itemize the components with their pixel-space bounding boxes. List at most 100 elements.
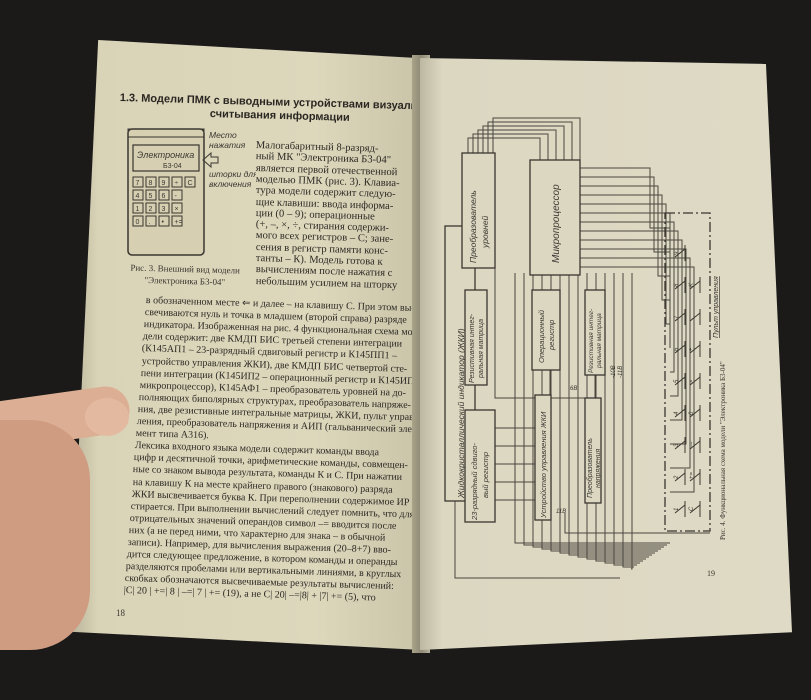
calculator-key: 6 [158,189,170,201]
panel-key-switch: 4 [674,405,686,421]
svg-text:ральная матрица: ральная матрица [596,313,603,369]
svg-text:6В: 6В [570,386,577,392]
wire [580,248,687,445]
calculator-key: 9 [158,176,170,188]
wire [477,129,557,160]
wire [580,167,670,229]
svg-text:×: × [175,206,179,213]
svg-text:Преобразователь: Преобразователь [468,190,478,263]
svg-text:÷: ÷ [689,347,695,351]
svg-text:Микропроцессор: Микропроцессор [551,184,562,263]
svg-text:ральная матрица: ральная матрица [478,319,485,379]
svg-text:+=: += [689,471,695,479]
svg-text:K: K [689,282,695,287]
wire [472,133,549,160]
panel-key-switch: 0 [689,405,701,421]
svg-text:-: - [175,193,178,200]
wire [580,239,683,421]
svg-text:.: . [689,317,695,319]
panel-key-switch: 6 [674,341,686,357]
svg-text:-10В: -10В [611,365,617,378]
calculator-key: . [145,215,157,227]
wire [580,266,695,493]
left-page: 1.3. Модели ПМК с выводными устройствами… [70,40,422,650]
wire [580,257,691,469]
figure-4-caption: Рис. 4. Функциональная схема модели "Эле… [719,361,727,540]
svg-text:Операционный: Операционный [537,309,546,363]
panel-key-switch: 9 [674,245,686,261]
panel-key-switch: 1 [674,501,686,517]
svg-text:5: 5 [674,379,680,383]
svg-text:Жидкокристаллический индикатор: Жидкокристаллический индикатор (ЖКИ) [456,328,466,499]
svg-text:Резистивная интег-: Резистивная интег- [469,313,476,383]
calculator-key: 8 [145,176,157,188]
operational-register-block [531,289,561,371]
calculator-key: C [184,176,196,188]
calculator-key: - [171,189,183,201]
svg-text:.: . [149,219,151,226]
resistive-matrix-1-block [464,289,488,386]
right-page: Жидкокристаллический индикатор (ЖКИ) Пре… [420,58,792,650]
calculator-key: 5 [145,189,157,201]
panel-key-switch: += [689,469,701,485]
svg-text:Пульт управления: Пульт управления [713,276,720,338]
svg-text:включения: включения [209,179,252,189]
wire [580,221,675,373]
svg-text:регистр: регистр [547,320,556,351]
panel-key-switch: 3 [674,437,686,453]
svg-text:0: 0 [689,411,695,415]
svg-text:-11В: -11В [618,366,624,378]
calculator-key: 7 [132,176,144,188]
svg-text:Преобразователь: Преобразователь [586,438,594,498]
figure-3-caption: Рис. 3. Внешний вид модели"Электроника Б… [130,262,241,288]
calculator-key: ÷ [171,176,183,188]
svg-text:шторки для: шторки для [209,169,256,179]
wire [580,230,679,397]
svg-text:11В: 11В [556,509,566,515]
svg-text:C: C [689,506,695,511]
control-panel-block [664,212,711,532]
voltage-converter-block [584,397,602,504]
page-number-right: 19 [707,569,715,578]
calculator-key: += [171,215,183,227]
calculator-key: • [158,215,170,227]
svg-text:8: 8 [149,180,153,187]
panel-key-switch: C [689,501,701,517]
svg-text:9: 9 [162,180,166,187]
svg-text:Резистивная интег-: Резистивная интег- [588,308,595,373]
svg-text:нажатия: нажатия [209,140,246,150]
svg-text:7: 7 [136,180,140,187]
svg-text:9: 9 [674,251,680,255]
svg-text:4: 4 [136,193,140,200]
svg-text:7: 7 [674,315,680,319]
wire [613,273,637,566]
wire [487,121,573,160]
calculator-key: 2 [145,202,157,214]
level-converter-block [461,152,496,269]
lcd-controller-block [534,394,552,521]
functional-diagram: Жидкокристаллический индикатор (ЖКИ) Пре… [444,117,727,579]
wire [622,273,634,568]
wire [580,176,670,253]
svg-text:×: × [689,379,695,383]
panel-key-switch: 5 [674,373,686,389]
wire [580,194,670,301]
wire [577,273,649,558]
wire [514,273,670,544]
svg-text:Устройство управления ЖКИ: Устройство управления ЖКИ [539,411,548,519]
calculator-key: 1 [132,202,144,214]
svg-text:4: 4 [674,411,680,415]
svg-text:1: 1 [674,508,680,511]
calculator-logo: Электроника [137,150,194,160]
wire [492,117,581,160]
wire [523,273,667,546]
svg-text:вый регистр: вый регистр [481,452,490,498]
calculator-key: × [171,202,183,214]
wire [559,273,655,554]
svg-text:6: 6 [674,347,680,351]
svg-text:•: • [162,219,165,226]
svg-text:6: 6 [162,193,166,200]
svg-text:-=: -= [689,441,695,447]
